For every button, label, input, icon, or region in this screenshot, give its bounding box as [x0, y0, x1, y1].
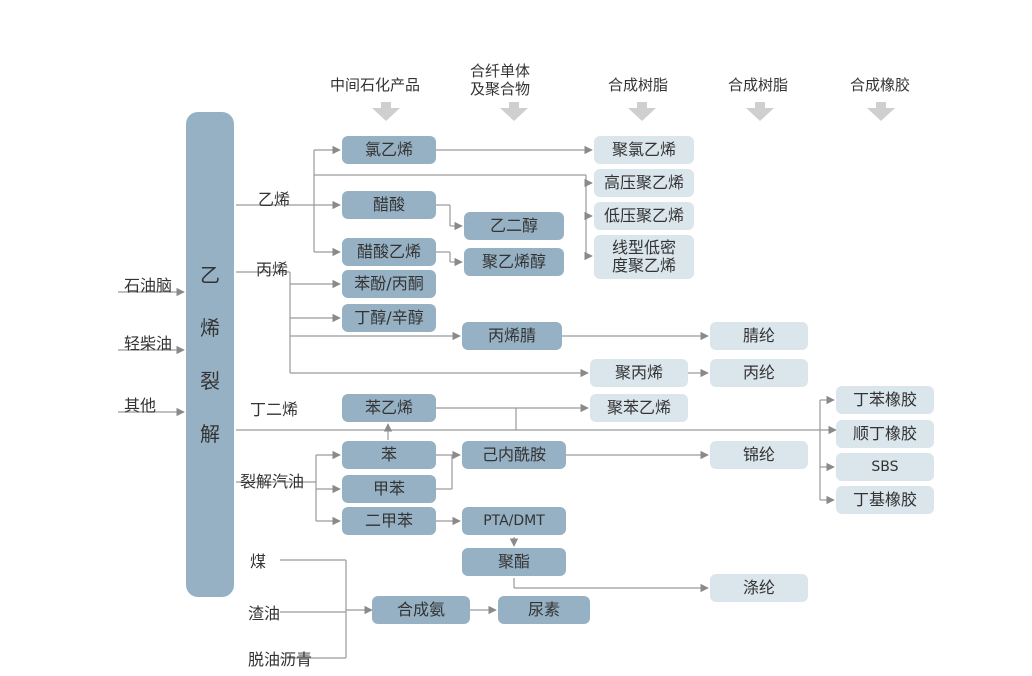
- branch-cracked-gasoline: 裂解汽油: [240, 472, 305, 491]
- down-arrow-icon: [500, 108, 528, 121]
- ethylene-cracking-bar: 乙 烯 裂 解: [186, 112, 234, 597]
- node-lldpe-line2: 度聚乙烯: [611, 256, 676, 275]
- node-sbs: SBS: [836, 453, 934, 481]
- header-fiber-monomers-line1: 合纤单体: [470, 62, 531, 80]
- node-nylon: 锦纶: [710, 441, 808, 469]
- header-synthetic-rubber: 合成橡胶: [850, 76, 911, 94]
- node-sbr: 丁苯橡胶: [836, 386, 934, 414]
- header-synthetic-resin-2: 合成树脂: [728, 76, 789, 94]
- node-styrene: 苯乙烯: [342, 394, 436, 422]
- node-polyester: 聚酯: [462, 548, 566, 576]
- node-acrylonitrile: 丙烯腈: [462, 322, 562, 350]
- node-vinyl-chloride: 氯乙烯: [342, 136, 436, 164]
- node-high-pressure-pe: 高压聚乙烯: [594, 169, 694, 197]
- cracking-char: 乙: [200, 262, 220, 287]
- node-urea: 尿素: [498, 596, 590, 624]
- node-polyvinyl-alcohol: 聚乙烯醇: [464, 248, 564, 276]
- header-arrow-stem: [755, 102, 765, 109]
- node-ethylene-glycol: 乙二醇: [464, 212, 564, 240]
- node-pvc: 聚氯乙烯: [594, 136, 694, 164]
- node-synthetic-ammonia: 合成氨: [372, 596, 470, 624]
- branch-coal: 煤: [250, 552, 267, 571]
- branch-deoiled-pitch: 脱油沥青: [248, 650, 313, 669]
- cracking-char: 裂: [200, 368, 220, 393]
- node-benzene: 苯: [342, 441, 436, 469]
- header-arrow-stem: [637, 102, 647, 109]
- header-arrow-stem: [509, 102, 519, 109]
- node-xylene: 二甲苯: [342, 507, 436, 535]
- node-caprolactam: 己内酰胺: [462, 441, 566, 469]
- node-polypropylene: 聚丙烯: [590, 359, 688, 387]
- header-arrow-stem: [381, 102, 391, 109]
- node-phenol-acetone: 苯酚/丙酮: [342, 270, 436, 298]
- input-light-diesel: 轻柴油: [124, 334, 173, 353]
- node-butanol-octanol: 丁醇/辛醇: [342, 304, 436, 332]
- node-lldpe: 线型低密 度聚乙烯: [594, 235, 694, 279]
- node-polystyrene: 聚苯乙烯: [590, 394, 688, 422]
- input-petroleum: 石油脑: [124, 276, 173, 295]
- node-toluene: 甲苯: [342, 475, 436, 503]
- cracking-char: 解: [200, 421, 220, 446]
- down-arrow-icon: [867, 108, 895, 121]
- header-fiber-monomers-line2: 及聚合物: [470, 80, 531, 98]
- input-other: 其他: [124, 396, 157, 415]
- down-arrow-icon: [372, 108, 400, 121]
- node-lldpe-line1: 线型低密: [611, 237, 676, 257]
- down-arrow-icon: [746, 108, 774, 121]
- node-vinyl-acetate: 醋酸乙烯: [342, 238, 436, 266]
- branch-ethylene: 乙烯: [258, 190, 291, 209]
- branch-propylene: 丙烯: [256, 260, 289, 279]
- header-arrow-stem: [876, 102, 886, 109]
- node-acetic-acid: 醋酸: [342, 191, 436, 219]
- node-br: 顺丁橡胶: [836, 420, 934, 448]
- node-acrylic-fiber: 腈纶: [710, 322, 808, 350]
- header-intermediate-products: 中间石化产品: [330, 76, 421, 94]
- down-arrow-icon: [628, 108, 656, 121]
- node-polyester-fiber: 涤纶: [710, 574, 808, 602]
- header-fiber-monomers: 合纤单体 及聚合物: [470, 62, 530, 98]
- node-polypropylene-fiber: 丙纶: [710, 359, 808, 387]
- node-iir: 丁基橡胶: [836, 486, 934, 514]
- branch-butadiene: 丁二烯: [250, 400, 299, 419]
- node-pta-dmt: PTA/DMT: [462, 507, 566, 535]
- header-synthetic-resin-1: 合成树脂: [608, 76, 669, 94]
- node-low-pressure-pe: 低压聚乙烯: [594, 202, 694, 230]
- branch-residue: 渣油: [248, 604, 281, 623]
- cracking-char: 烯: [200, 315, 220, 340]
